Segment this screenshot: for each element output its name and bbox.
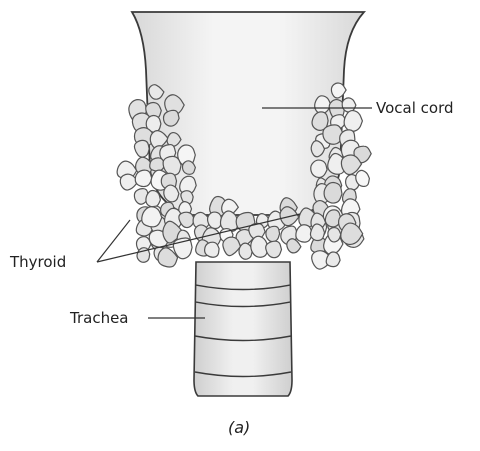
thyroid-cell <box>344 111 362 132</box>
thyroid-cell <box>266 226 280 241</box>
thyroid-cell <box>356 170 370 186</box>
thyroid-cell <box>266 241 282 257</box>
thyroid-cell <box>208 212 223 228</box>
thyroid-cell <box>205 242 219 257</box>
thyroid-cell <box>179 212 195 227</box>
thyroid-cell <box>296 225 312 242</box>
vocal-cord-label: Vocal cord <box>376 101 454 116</box>
thyroid-cell <box>342 98 356 112</box>
trachea-label: Trachea <box>70 311 129 326</box>
thyroid-cell <box>311 160 327 177</box>
thyroid-cell <box>146 190 161 206</box>
thyroid-label: Thyroid <box>10 255 66 270</box>
thyroid-cell <box>142 207 162 227</box>
thyroid-cell <box>163 110 179 126</box>
thyroid-cell <box>223 237 241 256</box>
thyroid-cell <box>328 228 341 242</box>
thyroid-cell <box>135 170 152 186</box>
figure-caption: (a) <box>228 420 250 436</box>
thyroid-cell <box>134 140 149 157</box>
thyroid-cell <box>310 224 324 241</box>
thyroid-cell <box>326 252 340 267</box>
thyroid-cell <box>324 183 342 204</box>
trachea <box>194 262 292 396</box>
